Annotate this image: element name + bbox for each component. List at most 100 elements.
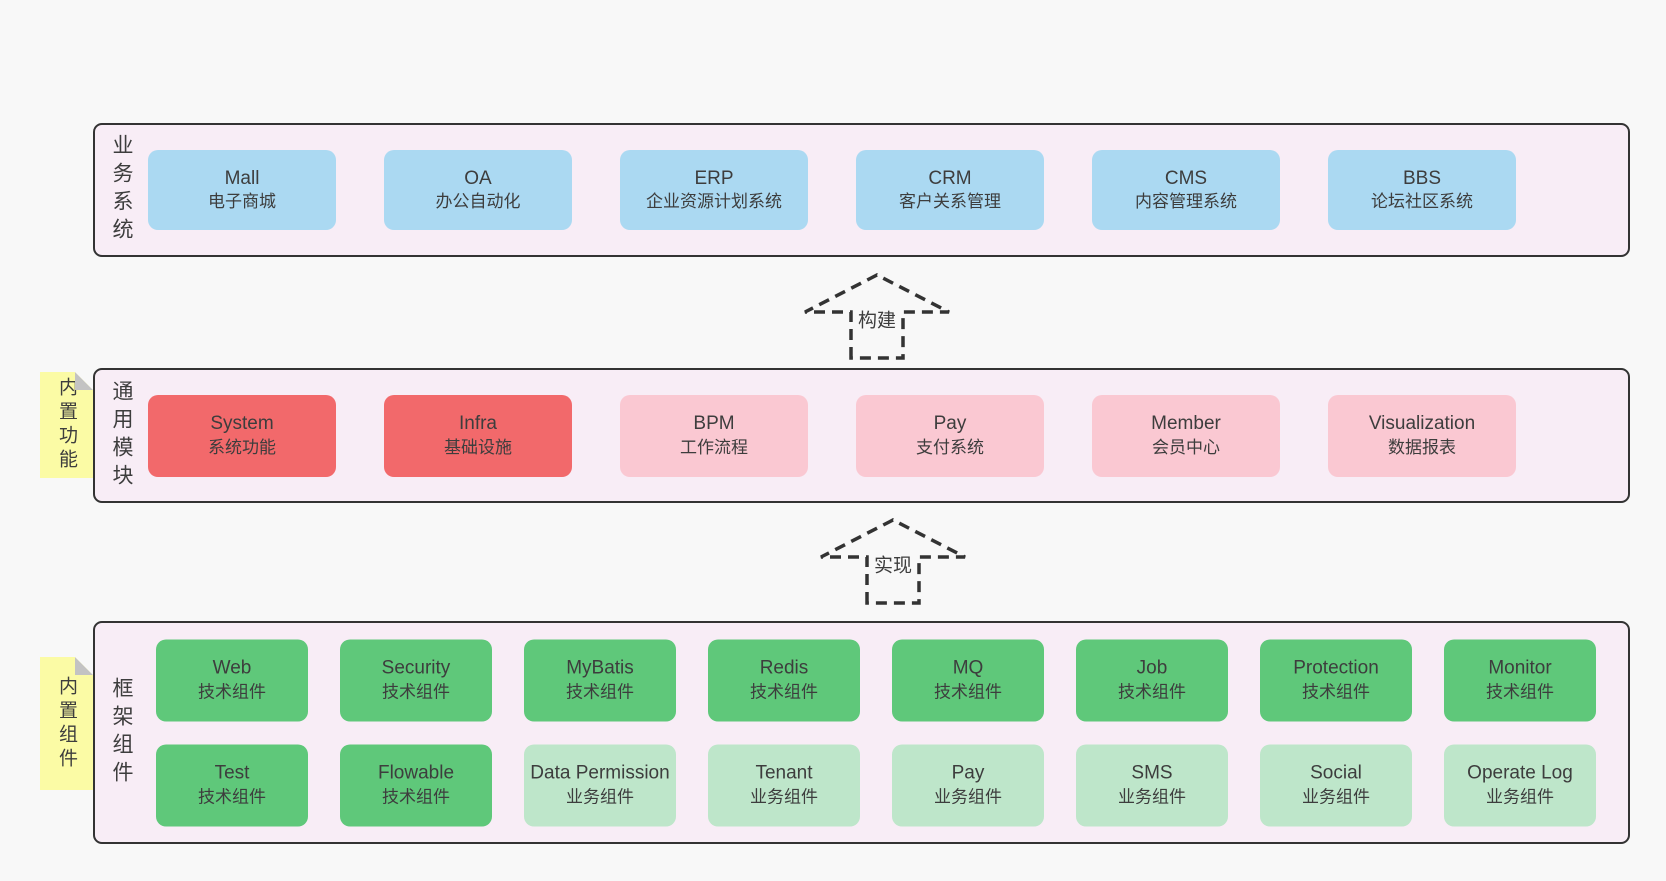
band-label-business-systems: 业务系统 — [110, 134, 133, 246]
band-boxes: Mall 电子商城 OA 办公自动化 ERP 企业资源计划系统 CRM 客户关系管理 CMS 内容… — [148, 150, 1516, 230]
module-box-subtitle: 内容管理系统 — [1135, 192, 1237, 212]
module-box-title: CMS — [1164, 167, 1208, 189]
module-box-subtitle: 电子商城 — [208, 192, 276, 212]
folded-corner-icon — [75, 657, 93, 675]
module-box-mall: Mall 电子商城 — [148, 150, 336, 230]
module-box-title: Infra — [458, 413, 498, 435]
module-box-title: Member — [1151, 413, 1221, 435]
module-box-operate-log: Operate Log 业务组件 — [1444, 744, 1596, 826]
module-box-title: Protection — [1293, 657, 1379, 679]
build-arrow-label: 构建 — [855, 305, 899, 333]
band-label-framework-components: 框架组件 — [110, 676, 133, 789]
module-box-subtitle: 工作流程 — [680, 437, 748, 457]
module-box-tenant: Tenant 业务组件 — [708, 744, 860, 826]
module-box-bbs: BBS 论坛社区系统 — [1328, 150, 1516, 230]
module-box-job: Job 技术组件 — [1076, 639, 1228, 721]
module-box-subtitle: 业务组件 — [1118, 787, 1186, 807]
module-box-title: MyBatis — [566, 657, 634, 679]
module-box-subtitle: 技术组件 — [750, 682, 818, 702]
module-box-sms: SMS 业务组件 — [1076, 744, 1228, 826]
module-box-subtitle: 技术组件 — [934, 682, 1002, 702]
module-box-subtitle: 业务组件 — [566, 787, 634, 807]
module-box-cms: CMS 内容管理系统 — [1092, 150, 1280, 230]
box-row: Mall 电子商城 OA 办公自动化 ERP 企业资源计划系统 CRM 客户关系管理 CMS 内容… — [148, 150, 1516, 230]
module-box-subtitle: 数据报表 — [1388, 437, 1456, 457]
module-box-subtitle: 业务组件 — [1302, 787, 1370, 807]
module-box-subtitle: 论坛社区系统 — [1371, 192, 1473, 212]
module-box-subtitle: 技术组件 — [198, 682, 266, 702]
build-arrow: 构建 — [802, 272, 952, 360]
module-box-title: BBS — [1402, 167, 1442, 189]
module-box-title: Pay — [933, 413, 967, 435]
module-box-title: Job — [1136, 657, 1168, 679]
module-box-oa: OA 办公自动化 — [384, 150, 572, 230]
module-box-subtitle: 企业资源计划系统 — [646, 192, 782, 212]
module-box-title: Flowable — [377, 762, 455, 784]
module-box-subtitle: 技术组件 — [566, 682, 634, 702]
module-box-title: OA — [464, 167, 492, 189]
module-box-subtitle: 技术组件 — [382, 682, 450, 702]
module-box-flowable: Flowable 技术组件 — [340, 744, 492, 826]
module-box-subtitle: 支付系统 — [916, 437, 984, 457]
module-box-security: Security 技术组件 — [340, 639, 492, 721]
module-box-subtitle: 技术组件 — [198, 787, 266, 807]
band-label-common-modules: 通用模块 — [110, 379, 133, 492]
module-box-subtitle: 技术组件 — [1118, 682, 1186, 702]
folded-corner-icon — [75, 372, 93, 390]
module-box-subtitle: 技术组件 — [382, 787, 450, 807]
module-box-title: Pay — [951, 762, 985, 784]
module-box-subtitle: 业务组件 — [934, 787, 1002, 807]
module-box-erp: ERP 企业资源计划系统 — [620, 150, 808, 230]
module-box-title: Redis — [759, 657, 809, 679]
module-box-title: BPM — [693, 413, 735, 435]
module-box-mq: MQ 技术组件 — [892, 639, 1044, 721]
module-box-title: CRM — [928, 167, 972, 189]
band-business-systems: 业务系统 Mall 电子商城 OA 办公自动化 ERP 企业资源计划系统 CRM 客户关系管理… — [93, 123, 1630, 257]
module-box-crm: CRM 客户关系管理 — [856, 150, 1044, 230]
sticky-note-label: 内置组件 — [56, 675, 77, 772]
module-box-subtitle: 业务组件 — [1486, 787, 1554, 807]
module-box-monitor: Monitor 技术组件 — [1444, 639, 1596, 721]
module-box-title: Security — [381, 657, 451, 679]
sticky-note-builtin-components: 内置组件 — [40, 657, 93, 790]
module-box-title: Web — [212, 657, 252, 679]
module-box-title: ERP — [694, 167, 734, 189]
module-box-subtitle: 会员中心 — [1152, 437, 1220, 457]
module-box-title: Data Permission — [530, 762, 670, 784]
module-box-title: Tenant — [755, 762, 813, 784]
module-box-mybatis: MyBatis 技术组件 — [524, 639, 676, 721]
module-box-title: Mall — [224, 167, 260, 189]
module-box-subtitle: 客户关系管理 — [899, 192, 1001, 212]
module-box-data-permission: Data Permission 业务组件 — [524, 744, 676, 826]
sticky-note-builtin-features: 内置功能 — [40, 372, 93, 478]
module-box-pay: Pay 业务组件 — [892, 744, 1044, 826]
module-box-title: Visualization — [1368, 413, 1476, 435]
module-box-title: System — [210, 413, 274, 435]
module-box-redis: Redis 技术组件 — [708, 639, 860, 721]
module-box-title: MQ — [952, 657, 984, 679]
module-box-title: Monitor — [1488, 657, 1552, 679]
module-box-title: Operate Log — [1467, 762, 1573, 784]
module-box-subtitle: 业务组件 — [750, 787, 818, 807]
module-box-subtitle: 技术组件 — [1486, 682, 1554, 702]
module-box-title: SMS — [1131, 762, 1173, 784]
implement-arrow: 实现 — [818, 517, 968, 605]
module-box-title: Test — [214, 762, 250, 784]
module-box-subtitle: 办公自动化 — [435, 192, 521, 212]
sticky-note-label: 内置功能 — [56, 377, 77, 473]
